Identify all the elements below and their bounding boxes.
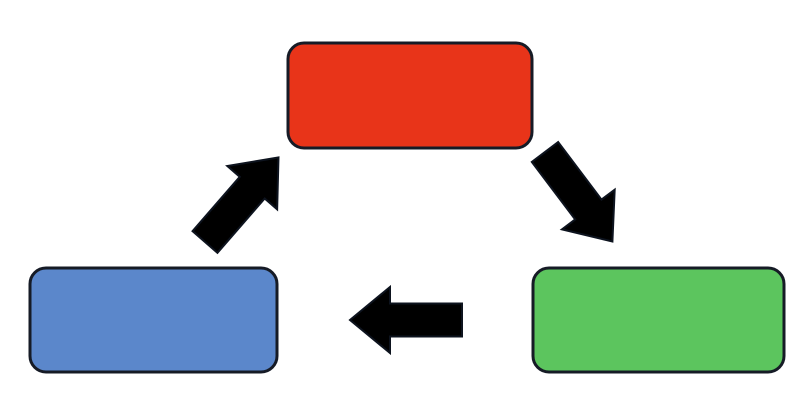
arrow-top-to-bottom-right-icon <box>530 140 616 243</box>
arrow-bottom-right-to-bottom-left-icon <box>348 284 463 356</box>
bottom-left-node-blue <box>28 266 279 374</box>
arrow-bottom-left-to-top-icon <box>191 156 280 255</box>
top-node-red <box>286 41 534 150</box>
bottom-right-node-green <box>531 266 786 374</box>
